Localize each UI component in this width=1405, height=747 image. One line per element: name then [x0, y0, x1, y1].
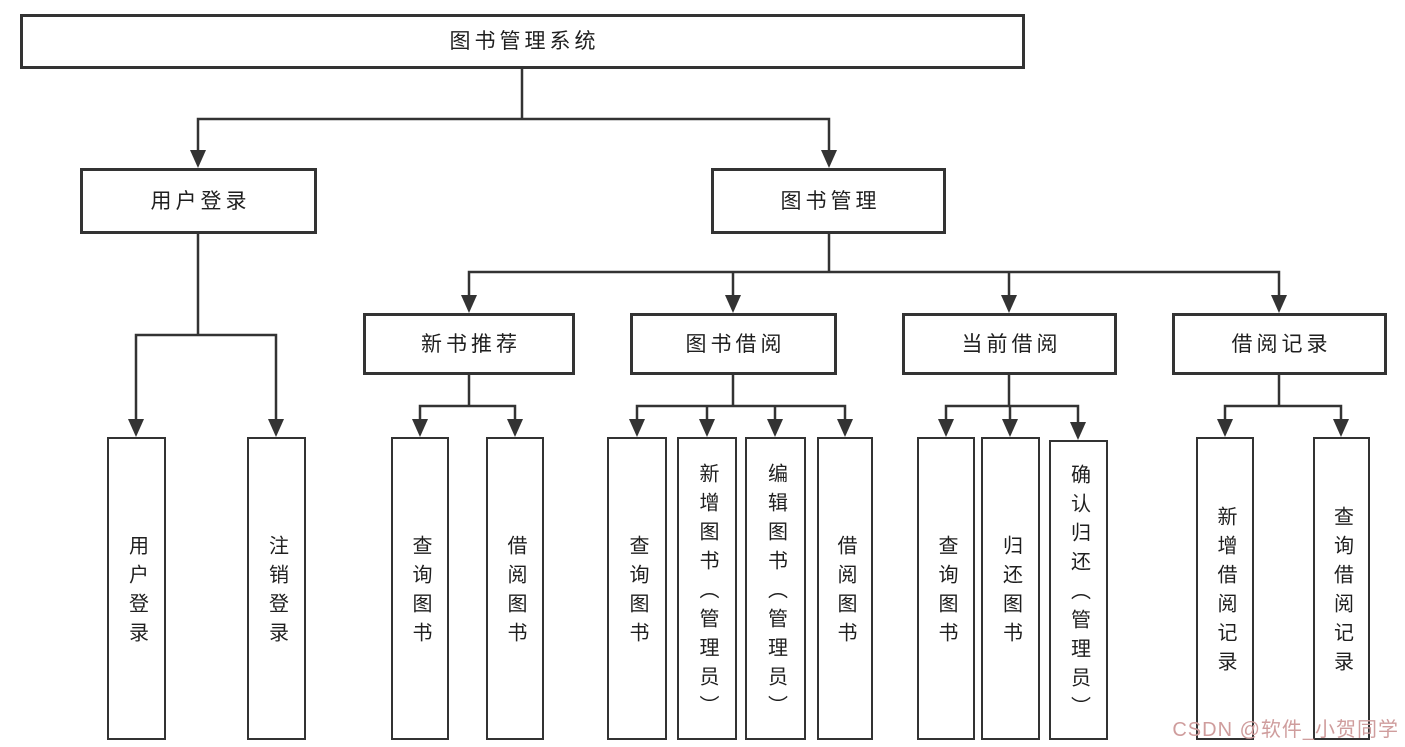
arrow-down-icon	[1001, 295, 1017, 313]
node-book-borrow: 图书借阅	[630, 313, 837, 375]
arrow-down-icon	[190, 150, 206, 168]
node-new-book-recommend: 新书推荐	[363, 313, 575, 375]
connector-user-login-children	[128, 232, 284, 437]
node-user-login: 用户登录	[80, 168, 317, 234]
connector-borrow-record-children	[1217, 373, 1349, 437]
leaf-borrow-query-book: 查询图书	[607, 437, 667, 740]
csdn-watermark: CSDN @软件_小贺同学	[1172, 719, 1399, 741]
node-root-library-system: 图书管理系统	[20, 14, 1025, 69]
leaf-borrow-add-book-admin: 新增图书（管理员）	[677, 437, 737, 740]
node-current-borrow: 当前借阅	[902, 313, 1117, 375]
arrow-down-icon	[268, 419, 284, 437]
leaf-newbook-borrow-book: 借阅图书	[486, 437, 544, 740]
leaf-borrow-borrow-book: 借阅图书	[817, 437, 873, 740]
arrow-down-icon	[938, 419, 954, 437]
leaf-borrow-edit-book-admin: 编辑图书（管理员）	[745, 437, 806, 740]
node-borrow-record: 借阅记录	[1172, 313, 1387, 375]
arrow-down-icon	[629, 419, 645, 437]
leaf-record-add: 新增借阅记录	[1196, 437, 1254, 740]
leaf-record-query: 查询借阅记录	[1313, 437, 1370, 740]
arrow-down-icon	[1002, 419, 1018, 437]
leaf-user-login: 用户登录	[107, 437, 166, 740]
connector-book-mgmt-to-level3	[461, 232, 1287, 313]
arrow-down-icon	[1271, 295, 1287, 313]
arrow-down-icon	[412, 419, 428, 437]
arrow-down-icon	[1070, 422, 1086, 440]
connector-root-to-level2	[190, 67, 837, 168]
arrow-down-icon	[725, 295, 741, 313]
arrow-down-icon	[461, 295, 477, 313]
connector-new-book-children	[412, 373, 523, 437]
connector-book-borrow-children	[629, 373, 853, 437]
leaf-current-return-book: 归还图书	[981, 437, 1040, 740]
connector-current-borrow-children	[938, 373, 1086, 440]
leaf-newbook-query-book: 查询图书	[391, 437, 449, 740]
arrow-down-icon	[128, 419, 144, 437]
leaf-current-query-book: 查询图书	[917, 437, 975, 740]
leaf-logout: 注销登录	[247, 437, 306, 740]
node-book-management: 图书管理	[711, 168, 946, 234]
arrow-down-icon	[767, 419, 783, 437]
arrow-down-icon	[821, 150, 837, 168]
arrow-down-icon	[507, 419, 523, 437]
arrow-down-icon	[699, 419, 715, 437]
arrow-down-icon	[837, 419, 853, 437]
arrow-down-icon	[1217, 419, 1233, 437]
leaf-current-confirm-return-admin: 确认归还（管理员）	[1049, 440, 1108, 740]
arrow-down-icon	[1333, 419, 1349, 437]
